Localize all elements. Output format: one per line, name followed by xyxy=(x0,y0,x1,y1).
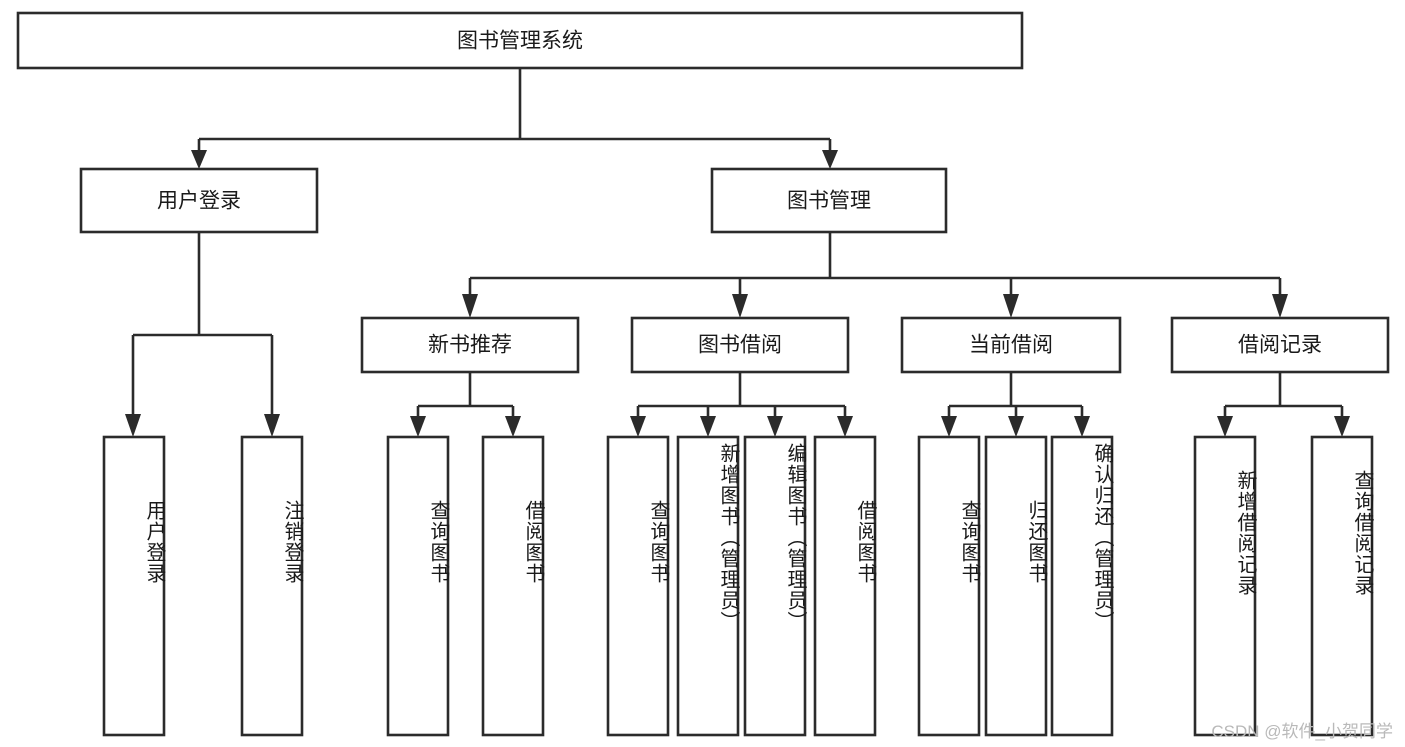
node-box-borrow-record[interactable] xyxy=(1170,316,1390,374)
node-box-leaf-query-book-2[interactable] xyxy=(606,435,670,737)
node-box-user-login[interactable] xyxy=(79,167,319,234)
node-box-leaf-borrow-book-2[interactable] xyxy=(813,435,877,737)
arrowhead-book-borrow-leaf-1 xyxy=(630,416,646,437)
arrowhead-root-to-user-login xyxy=(191,150,207,169)
connector-group-borrow-record xyxy=(1217,372,1350,437)
arrowhead-user-login-leaf-2 xyxy=(264,414,280,437)
node-current-borrow[interactable]: 当前借阅 xyxy=(900,316,1122,374)
node-label-book-borrow: 图书借阅 xyxy=(698,334,782,357)
node-new-book-rec[interactable]: 新书推荐 xyxy=(360,316,580,374)
node-box-leaf-query-book-1[interactable] xyxy=(386,435,450,737)
connector-group-book-manage xyxy=(462,232,1288,318)
connector-group-new-book-rec xyxy=(410,372,521,437)
arrowhead-to-borrow-record xyxy=(1272,294,1288,318)
node-label-new-book-rec: 新书推荐 xyxy=(428,334,512,357)
node-box-leaf-return-book[interactable] xyxy=(984,435,1048,737)
node-root[interactable]: 图书管理系统 xyxy=(16,11,1024,70)
watermark-text: CSDN @软件_小贺同学 xyxy=(1211,722,1393,741)
arrowhead-book-borrow-leaf-3 xyxy=(767,416,783,437)
node-user-login[interactable]: 用户登录 xyxy=(79,167,319,234)
node-box-leaf-user-login[interactable] xyxy=(102,435,166,737)
arrowhead-user-login-leaf-1 xyxy=(125,414,141,437)
arrowhead-book-borrow-leaf-2 xyxy=(700,416,716,437)
node-book-borrow[interactable]: 图书借阅 xyxy=(630,316,850,374)
node-borrow-record[interactable]: 借阅记录 xyxy=(1170,316,1390,374)
connector-group-book-borrow xyxy=(630,372,853,437)
node-box-leaf-query-record[interactable] xyxy=(1310,435,1374,737)
node-box-root[interactable] xyxy=(16,11,1024,70)
node-book-manage[interactable]: 图书管理 xyxy=(710,167,948,234)
node-label-borrow-record: 借阅记录 xyxy=(1238,334,1322,357)
node-box-leaf-confirm-return[interactable] xyxy=(1050,435,1114,737)
node-box-leaf-edit-book[interactable] xyxy=(743,435,807,737)
node-label-book-manage: 图书管理 xyxy=(787,190,871,213)
arrowhead-to-new-book-rec xyxy=(462,294,478,318)
arrowhead-to-book-borrow xyxy=(732,294,748,318)
arrowhead-root-to-book-manage xyxy=(822,150,838,169)
node-box-leaf-add-record[interactable] xyxy=(1193,435,1257,737)
arrowhead-current-borrow-leaf-2 xyxy=(1008,416,1024,437)
arrowhead-book-borrow-leaf-4 xyxy=(837,416,853,437)
arrowhead-borrow-record-leaf-1 xyxy=(1217,416,1233,437)
node-label-root: 图书管理系统 xyxy=(457,30,583,53)
node-label-user-login: 用户登录 xyxy=(157,190,241,213)
node-box-book-borrow[interactable] xyxy=(630,316,850,374)
arrowhead-current-borrow-leaf-1 xyxy=(941,416,957,437)
node-box-leaf-add-book[interactable] xyxy=(676,435,740,737)
node-box-leaf-borrow-book-1[interactable] xyxy=(481,435,545,737)
arrowhead-borrow-record-leaf-2 xyxy=(1334,416,1350,437)
arrowhead-current-borrow-leaf-3 xyxy=(1074,416,1090,437)
node-box-leaf-logout[interactable] xyxy=(240,435,304,737)
connector-group-user-login xyxy=(125,232,280,437)
connector-group-current-borrow xyxy=(941,372,1090,437)
node-box-current-borrow[interactable] xyxy=(900,316,1122,374)
connector-group-root xyxy=(191,68,838,169)
node-label-current-borrow: 当前借阅 xyxy=(969,334,1053,357)
node-box-new-book-rec[interactable] xyxy=(360,316,580,374)
node-box-book-manage[interactable] xyxy=(710,167,948,234)
node-box-leaf-query-book-3[interactable] xyxy=(917,435,981,737)
arrowhead-new-book-rec-leaf-2 xyxy=(505,416,521,437)
arrowhead-new-book-rec-leaf-1 xyxy=(410,416,426,437)
arrowhead-to-current-borrow xyxy=(1003,294,1019,318)
